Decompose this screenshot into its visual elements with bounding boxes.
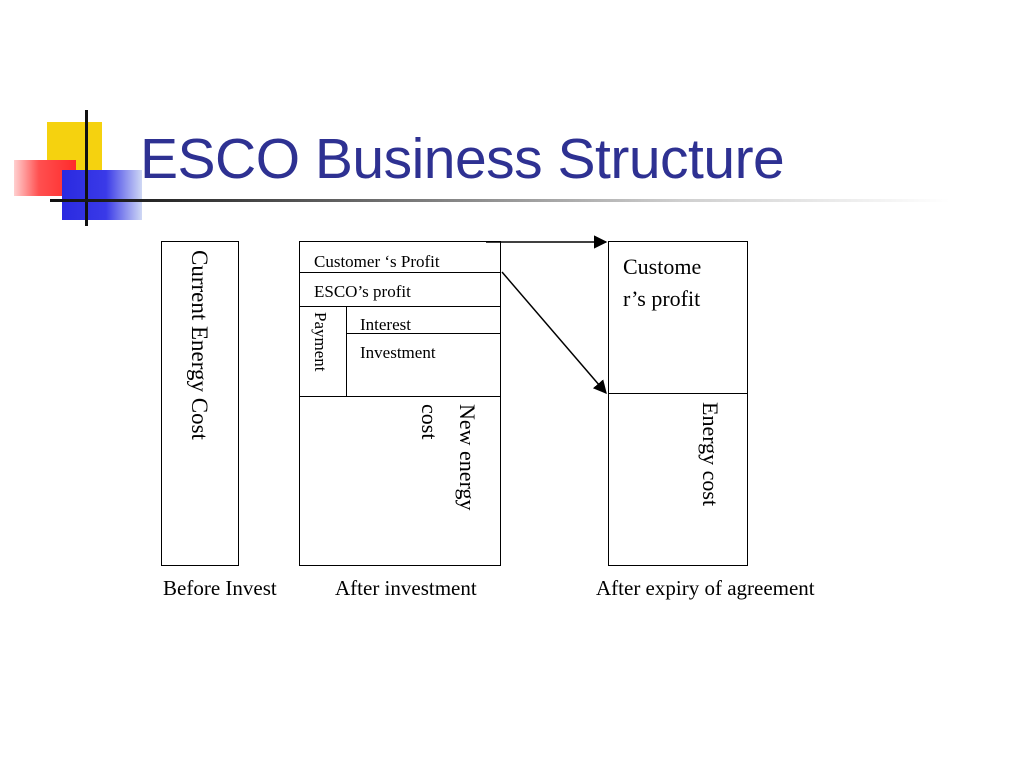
before-invest-label: Before Invest [163, 576, 277, 600]
current-energy-cost-box [161, 241, 239, 566]
after-investment-box [299, 241, 501, 566]
interest-label: Interest [360, 315, 411, 334]
after-expiry-label: After expiry of agreement [596, 576, 815, 600]
new-energy-cost-label-line2: cost [417, 404, 442, 440]
new-energy-cost-label-line1: New energy [455, 404, 480, 511]
title-underline [50, 199, 950, 202]
investment-label: Investment [360, 343, 436, 362]
divider-payment [299, 396, 501, 397]
logo-blue-square [62, 170, 142, 220]
expiry-customer-profit-label-line2: r’s profit [623, 286, 701, 311]
after-investment-label: After investment [335, 576, 477, 600]
logo-vertical-line [85, 110, 88, 226]
current-energy-cost-label: Current Energy Cost [187, 250, 212, 440]
divider-interest [346, 333, 501, 334]
esco-profit-label: ESCO’s profit [314, 282, 411, 301]
payment-label: Payment [311, 312, 330, 372]
divider-customer-profit [299, 272, 501, 273]
divider-payment-vertical [346, 306, 347, 396]
arrow-diagonal [501, 271, 607, 395]
slide-title: ESCO Business Structure [140, 127, 785, 191]
expiry-customer-profit-label-line1: Custome [623, 254, 702, 279]
after-expiry-box [608, 241, 748, 566]
divider-esco-profit [299, 306, 501, 307]
expiry-energy-cost-label: Energy cost [698, 402, 723, 507]
divider-after-expiry [608, 393, 748, 394]
customer-profit-label: Customer ‘s Profit [314, 252, 440, 271]
